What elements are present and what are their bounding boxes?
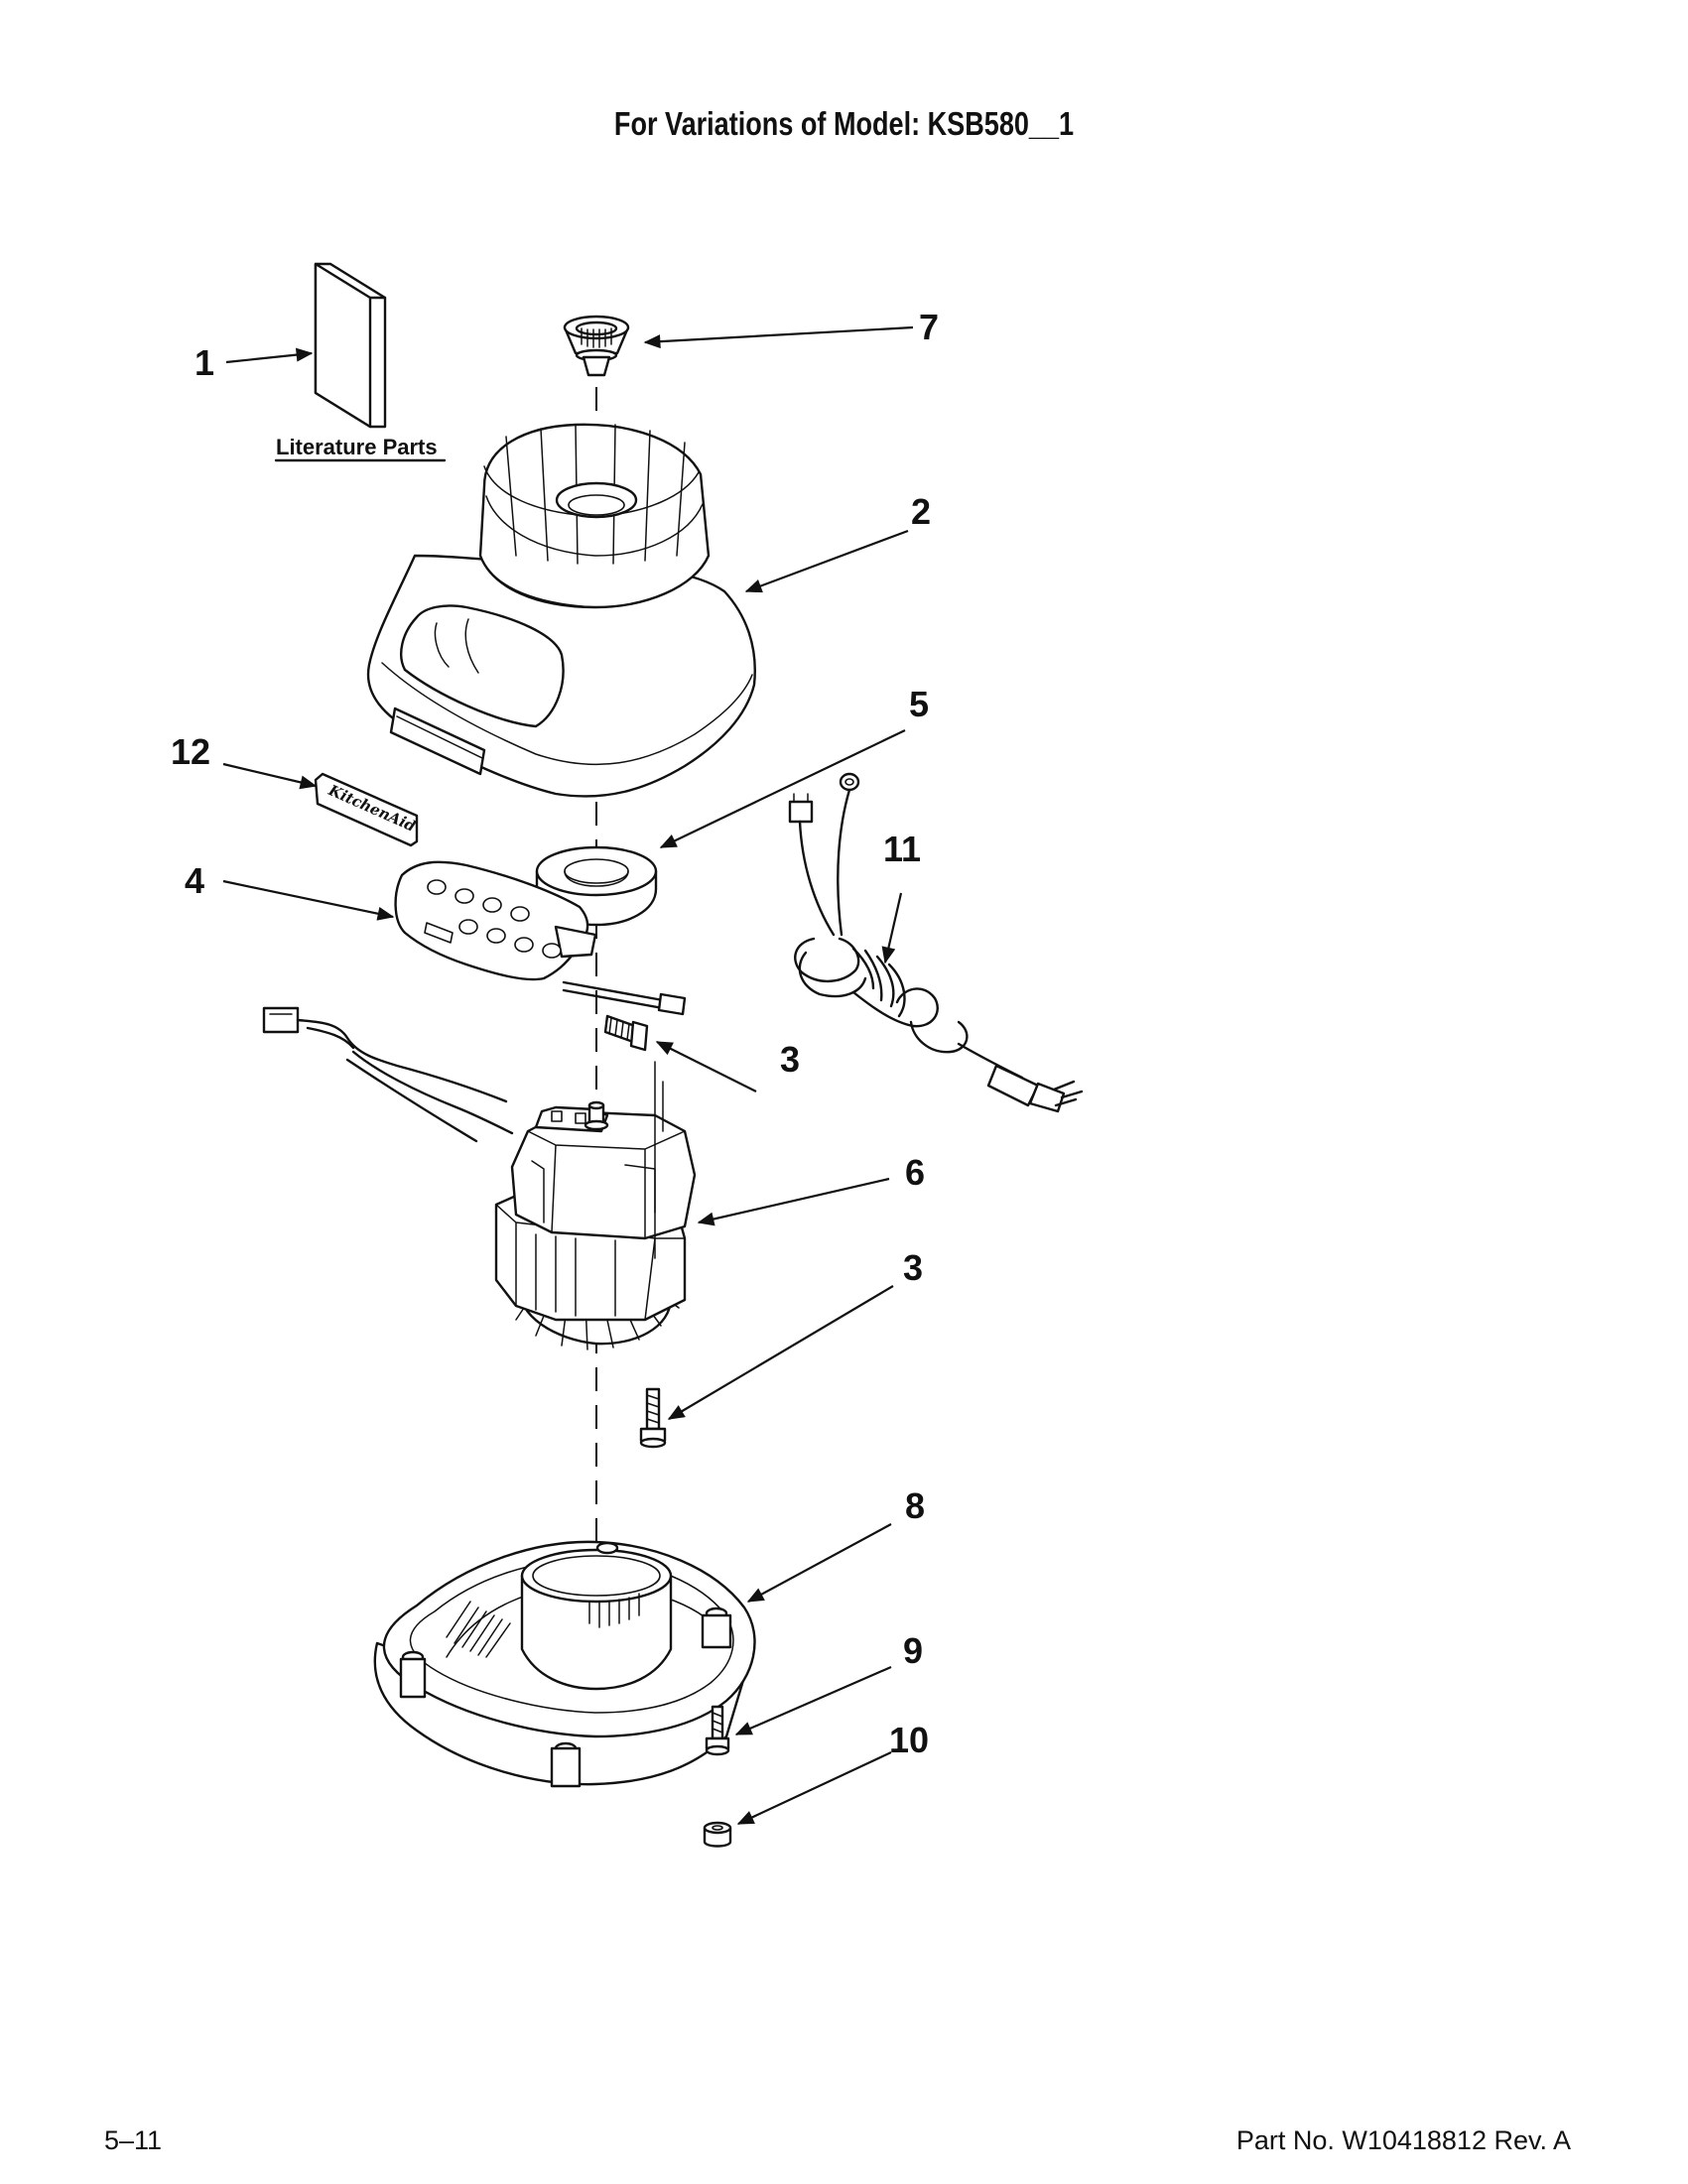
callout-5: 5 [909, 684, 929, 724]
nameplate-badge: KitchenAid [314, 772, 419, 847]
screw-lower [639, 1387, 667, 1449]
callout-12: 12 [171, 731, 210, 772]
base-housing [373, 1540, 756, 1788]
literature-booklet [314, 262, 387, 429]
callout-2: 2 [911, 491, 931, 532]
callout-9: 9 [903, 1630, 923, 1671]
callout-1: 1 [195, 342, 214, 383]
callout-7: 7 [919, 307, 939, 347]
callout-10: 10 [889, 1720, 929, 1760]
page-number: 5–11 [104, 2125, 163, 2155]
control-panel [394, 860, 687, 1016]
literature-parts-label: Literature Parts [276, 435, 438, 459]
base-screw [705, 1705, 730, 1756]
motor-assembly [262, 1006, 697, 1350]
callout-8: 8 [905, 1485, 925, 1526]
control-buttons [424, 879, 562, 959]
callout-11: 11 [883, 829, 921, 869]
drive-coupler [563, 315, 630, 377]
upper-housing [366, 423, 756, 798]
callout-6: 6 [905, 1152, 925, 1193]
base-foot [703, 1821, 732, 1848]
callout-4: 4 [185, 860, 204, 901]
callout-leaders [222, 325, 914, 1825]
callout-3b: 3 [903, 1247, 923, 1288]
screw-upper [603, 1014, 649, 1052]
page-title: For Variations of Model: KSB580__1 [613, 105, 1075, 142]
callout-3a: 3 [780, 1039, 800, 1080]
isolator-ring [535, 845, 658, 927]
part-number: Part No. W10418812 Rev. A [1235, 2125, 1571, 2155]
power-cord [788, 772, 1084, 1113]
